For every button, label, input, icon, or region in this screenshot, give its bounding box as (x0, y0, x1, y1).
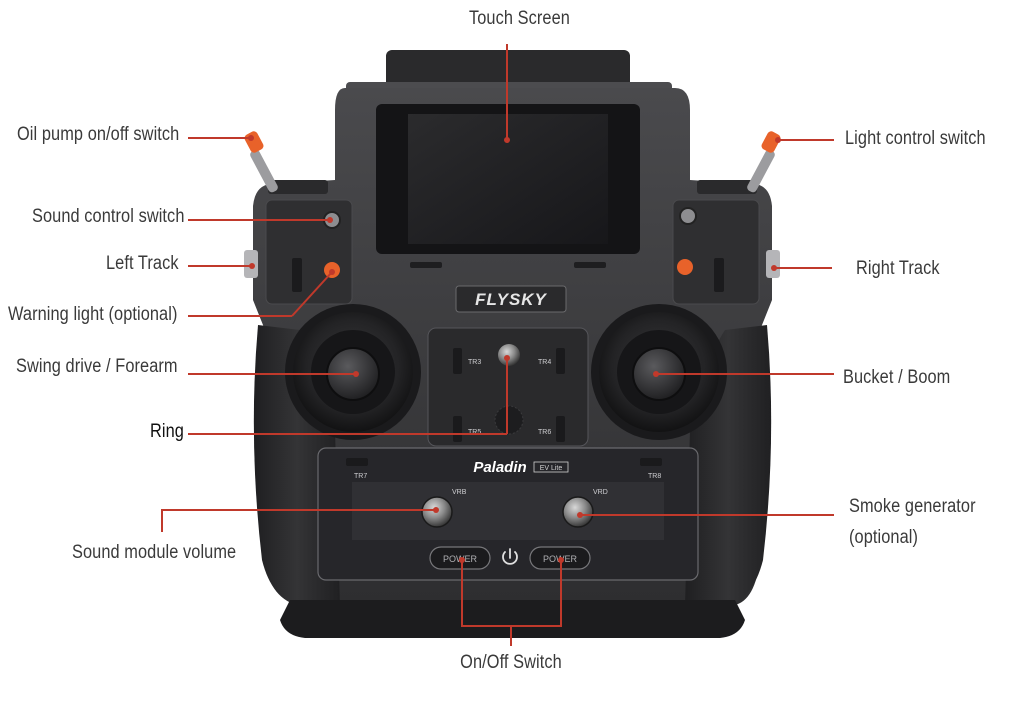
brand-logo: FLYSKY (475, 290, 547, 309)
trim-tr6-label: TR6 (538, 429, 551, 436)
right-side-trim (714, 258, 724, 292)
model-name: Paladin (473, 459, 526, 476)
right-side-panel (672, 199, 760, 305)
label-ring: Ring (150, 421, 184, 442)
trim-tr5-label: TR5 (468, 429, 481, 436)
knob-vrd-label: VRD (593, 489, 608, 496)
left-side-trim (292, 258, 302, 292)
trim-tr7-label: TR7 (354, 473, 367, 480)
warning-light-right (677, 259, 693, 275)
bottom-base (280, 600, 745, 638)
trim-tr7-slider (346, 458, 368, 466)
trim-tr3-label: TR3 (468, 359, 481, 366)
knob-vrd (562, 496, 594, 528)
label-bucket-boom: Bucket / Boom (843, 367, 951, 388)
label-oil-pump: Oil pump on/off switch (17, 124, 180, 145)
label-left-track: Left Track (106, 253, 179, 274)
label-smoke-generator: Smoke generator (849, 496, 976, 517)
trim-tr6-slider (556, 416, 565, 442)
trim-tr5-slider (453, 416, 462, 442)
speaker-grille (494, 405, 524, 435)
left-gimbal (285, 304, 421, 440)
trim-tr3-slider (453, 348, 462, 374)
label-touch-screen: Touch Screen (469, 8, 570, 29)
label-on-off: On/Off Switch (460, 652, 562, 673)
leader-lines (161, 44, 834, 646)
knob-vrb-label: VRB (452, 489, 467, 496)
right-track-lever (766, 250, 780, 278)
trim-tr4-slider (556, 348, 565, 374)
right-shoulder-switch (697, 131, 781, 194)
trim-tr8-slider (640, 458, 662, 466)
center-button (498, 344, 520, 366)
power-icon (502, 548, 518, 565)
left-shoulder-switch (244, 131, 328, 194)
leader-warning-light-up (291, 271, 333, 317)
label-sound-control: Sound control switch (32, 206, 185, 227)
label-swing-drive: Swing drive / Forearm (16, 356, 178, 377)
label-light-control: Light control switch (845, 128, 986, 149)
trim-tr4-label: TR4 (538, 359, 551, 366)
model-suffix: EV Lite (540, 465, 563, 472)
leader-sound-volume (161, 509, 436, 532)
right-gimbal (591, 304, 727, 440)
label-right-track: Right Track (856, 258, 940, 279)
right-top-toggle (679, 207, 697, 225)
brand-badge (455, 285, 567, 313)
label-warning-light: Warning light (optional) (8, 304, 178, 325)
label-sound-volume: Sound module volume (72, 542, 237, 563)
label-smoke-optional: (optional) (849, 527, 918, 548)
trim-tr8-label: TR8 (648, 473, 661, 480)
